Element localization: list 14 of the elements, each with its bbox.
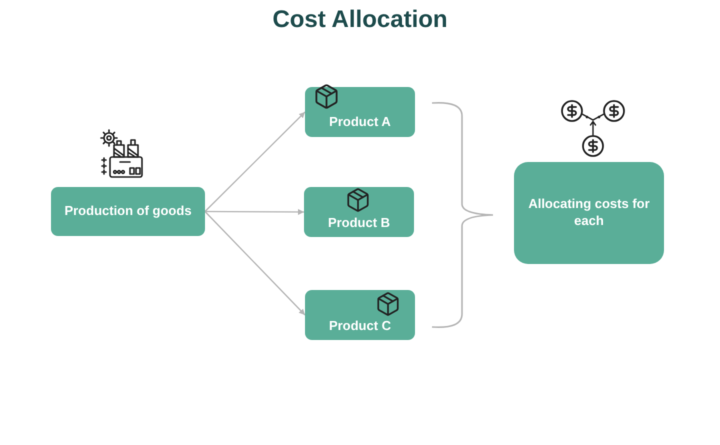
diagram-title: Cost Allocation bbox=[272, 6, 448, 34]
node-label: Product B bbox=[328, 215, 390, 232]
node-label: Product C bbox=[328, 318, 392, 335]
node-label: Allocating costs for each bbox=[527, 196, 651, 230]
arrow bbox=[204, 112, 306, 212]
arrow bbox=[204, 211, 306, 316]
arrow bbox=[205, 208, 304, 215]
node-label: Production of goods bbox=[64, 203, 192, 220]
process-box bbox=[305, 87, 415, 137]
process-box bbox=[305, 290, 415, 340]
node-label: Product A bbox=[329, 114, 391, 130]
process-box bbox=[514, 162, 664, 264]
process-box bbox=[304, 187, 414, 237]
process-box bbox=[51, 187, 205, 236]
